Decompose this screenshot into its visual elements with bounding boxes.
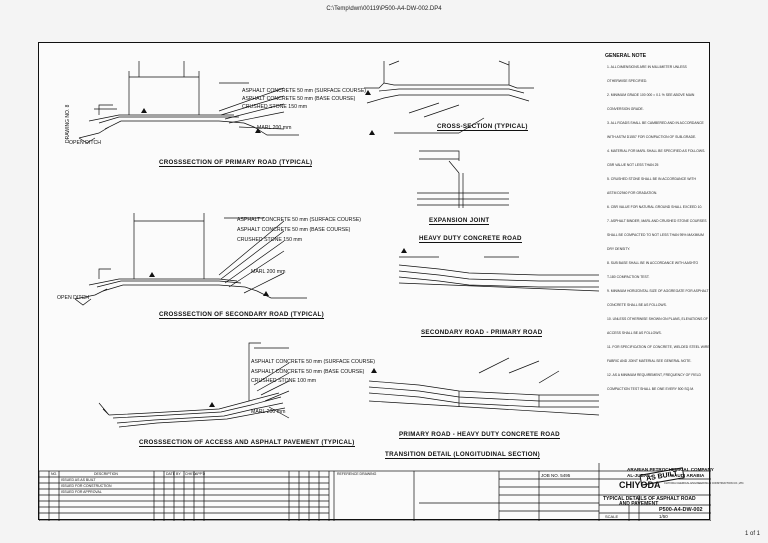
- access-asphalt-base-label: ASPHALT CONCRETE 50 mm (BASE COURSE): [251, 369, 365, 375]
- access-pavement-title: CROSSSECTION OF ACCESS AND ASPHALT PAVEM…: [139, 439, 355, 447]
- secondary-asphalt-surface-label: ASPHALT CONCRETE 50 mm (SURFACE COURSE): [237, 217, 362, 223]
- scale-label: SCALE: [605, 514, 619, 519]
- general-note-line: 4. MATERIAL FOR MARL SHALL BE SPECIFIED …: [607, 149, 706, 153]
- tb-rev-row-3: ISSUED FOR APPROVAL: [61, 490, 102, 494]
- tb-rev-label: NO.: [51, 472, 58, 476]
- primary-crushed-stone-label: CRUSHED STONE 150 mm: [242, 104, 308, 110]
- page-count: 1 of 1: [744, 531, 760, 537]
- scale-value: 1/50: [659, 514, 668, 519]
- tb-rev-row-1: ISSUED AS AS BUILT: [61, 478, 96, 482]
- general-note-line: ASTM D2940 FOR GRADATION.: [607, 191, 658, 195]
- expansion-joint-title: EXPANSION JOINT: [429, 217, 490, 225]
- general-note-line: 12. AS A MINIMUM REQUIREMENT, FREQUENCY …: [607, 373, 701, 377]
- general-note-line: 2. MINIMUM GRADE 100 000 = 0.1 % SEE ABO…: [607, 93, 695, 97]
- primary-asphalt-surface-label: ASPHALT CONCRETE 50 mm (SURFACE COURSE): [242, 88, 367, 94]
- tb-appd-label: APP'D: [195, 472, 206, 476]
- secondary-primary-title: SECONDARY ROAD - PRIMARY ROAD: [421, 329, 543, 337]
- client-country: SAUDI ARABIA: [671, 473, 705, 478]
- secondary-marl-label: MARL 200 mm: [251, 269, 286, 275]
- general-note-line: FABRIC AND JOINT MATERIAL SEE GENERAL NO…: [607, 359, 692, 363]
- secondary-open-ditch-label: OPEN DITCH: [57, 295, 89, 301]
- primary-open-ditch-label: OPEN DITCH: [69, 140, 101, 146]
- contractor-subtitle: CHIYODA CHEMICAL ENGINEERING & CONSTRUCT…: [664, 482, 745, 485]
- general-note-line: T-180 COMPACTION TEST.: [607, 275, 650, 279]
- secondary-road-title: CROSSSECTION OF SECONDARY ROAD (TYPICAL): [159, 311, 324, 319]
- access-marl-label: MARL 200 mm: [251, 409, 286, 415]
- tb-description-label: DESCRIPTION: [94, 472, 118, 476]
- tb-job-no: JOB NO. 5495: [541, 473, 571, 478]
- general-note-line: 3. ALL ROADS SHALL BE CAMBERED AND IN AC…: [607, 121, 704, 125]
- cross-section-title: CROSS-SECTION (TYPICAL): [437, 123, 528, 131]
- general-note-line: ACCESS SHALL BE AS FOLLOWS.: [607, 331, 662, 335]
- file-path: C:\Temp\dwn\00119\P500-A4-DW-002.DP4: [326, 6, 442, 12]
- tb-by-label: BY: [176, 472, 181, 476]
- drawing-title-line2: AND PAVEMENT: [619, 501, 659, 507]
- general-note-line: 9. MINIMUM HORIZONTAL SIZE OF AGGREGATE …: [607, 289, 709, 293]
- primary-marl-label: MARL 200 mm: [257, 125, 292, 131]
- general-note-line: CBR VALUE NOT LESS THAN 25: [607, 163, 659, 167]
- general-note-line: 7. ASPHALT BINDER, MARL AND CRUSHED STON…: [607, 219, 707, 223]
- general-note-line: SHALL BE COMPACTED TO NOT LESS THAN 95% …: [607, 233, 704, 237]
- drawing-number: P500-A4-DW-002: [659, 507, 703, 513]
- general-note-line: CONCRETE SHALL BE AS FOLLOWS.: [607, 303, 667, 307]
- client-name: ARABIAN PETROCHEMICAL COMPANY: [627, 467, 714, 472]
- access-asphalt-surface-label: ASPHALT CONCRETE 50 mm (SURFACE COURSE): [251, 359, 376, 365]
- transition-detail-title: TRANSITION DETAIL (LONGITUDINAL SECTION): [385, 451, 540, 459]
- general-note-line: 1. ALL DIMENSIONS ARE IN MILLIMETER UNLE…: [607, 65, 687, 69]
- tb-rev-row-2: ISSUED FOR CONSTRUCTION: [61, 484, 112, 488]
- drawing-title-line1: TYPICAL DETAILS OF ASPHALT ROAD: [603, 496, 696, 502]
- general-note-line: 8. SUB BASE SHALL BE IN ACCORDANCE WITH …: [607, 261, 699, 265]
- general-note-line: 11. FOR SPECIFICATION OF CONCRETE, WELDE…: [607, 345, 710, 349]
- general-note-line: WITH ASTM D1557 FOR COMPACTION OF SUB-GR…: [607, 135, 697, 139]
- general-note-line: COMPACTION TEST SHALL BE ONE EVERY 500 S…: [607, 387, 694, 391]
- primary-heavy-title: PRIMARY ROAD - HEAVY DUTY CONCRETE ROAD: [399, 431, 560, 439]
- client-city: AL-JUBAIL: [627, 473, 652, 478]
- tb-date-label: DATE: [166, 472, 176, 476]
- secondary-asphalt-base-label: ASPHALT CONCRETE 50 mm (BASE COURSE): [237, 227, 351, 233]
- access-crushed-stone-label: CRUSHED STONE 100 mm: [251, 378, 317, 384]
- heavy-duty-title: HEAVY DUTY CONCRETE ROAD: [419, 235, 522, 243]
- tb-reference-label: REFERENCE DRAWING: [337, 472, 377, 476]
- primary-asphalt-base-label: ASPHALT CONCRETE 50 mm (BASE COURSE): [242, 96, 356, 102]
- general-note-line: DRY DENSITY.: [607, 247, 631, 251]
- tb-chk-label: CHK'D: [185, 472, 196, 476]
- general-note-heading: GENERAL NOTE: [605, 53, 647, 59]
- secondary-crushed-stone-label: CRUSHED STONE 150 mm: [237, 237, 303, 243]
- drawing-sheet: DRAWING NO. 8: [38, 42, 744, 521]
- primary-road-title: CROSSSECTION OF PRIMARY ROAD (TYPICAL): [159, 159, 313, 167]
- general-note-line: OTHERWISE SPECIFIED.: [607, 79, 648, 83]
- contractor-logo: CHIYODA: [619, 480, 661, 490]
- general-note-line: 5. CRUSHED STONE SHALL BE IN ACCORDANCE …: [607, 177, 696, 181]
- general-note-line: 6. CBR VALUE FOR NATURAL GROUND SHALL EX…: [607, 205, 703, 209]
- drawing-linework: [39, 60, 711, 521]
- general-note-line: CONVERSION GRADE.: [607, 107, 644, 111]
- general-note-line: 10. UNLESS OTHERWISE SHOWN ON PLANS, ELE…: [607, 317, 708, 321]
